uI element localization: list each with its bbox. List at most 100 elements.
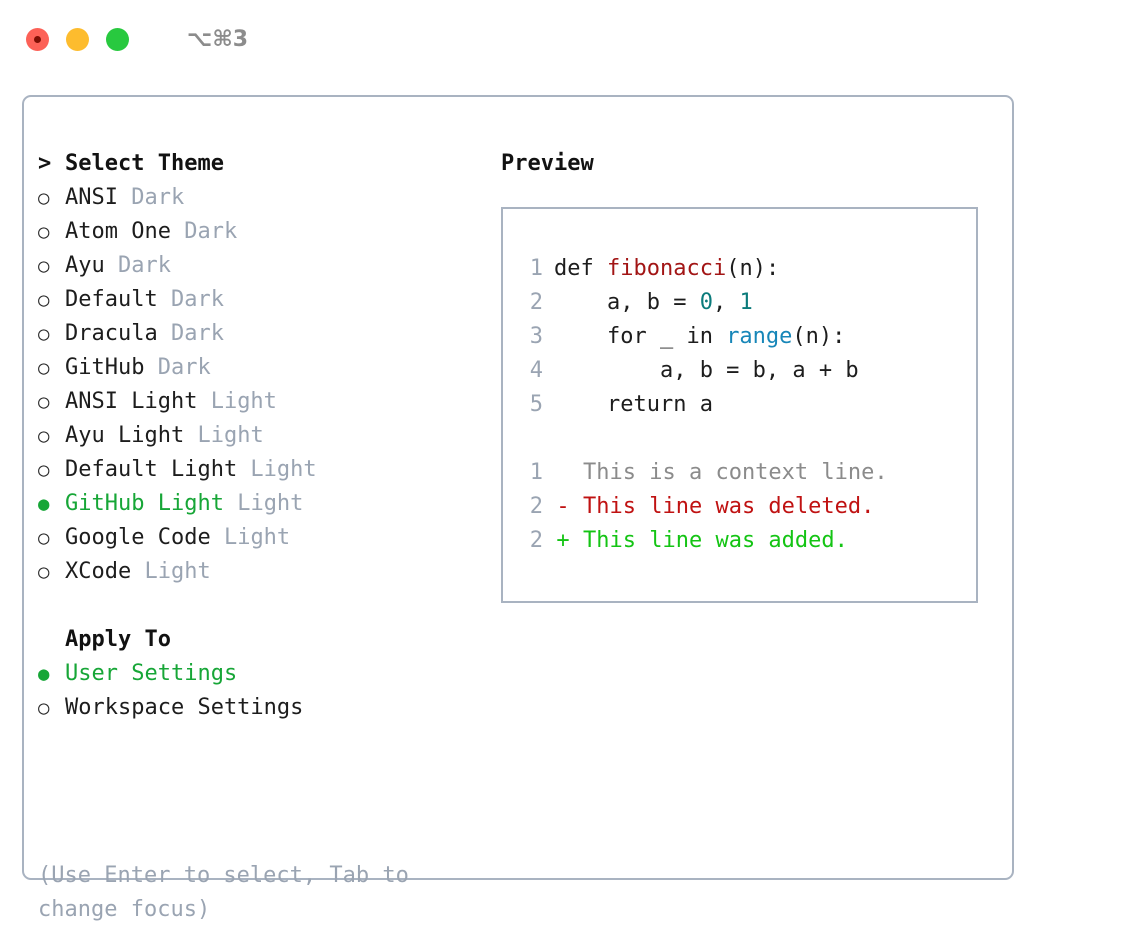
code-line-text: return a (543, 388, 713, 422)
theme-option-variant-badge: Light (131, 559, 211, 584)
apply-to-heading: Apply To (38, 623, 488, 657)
theme-option-variant-badge: Dark (157, 321, 224, 346)
theme-option-variant-badge: Dark (104, 253, 171, 278)
diff-marker-icon: - (556, 494, 570, 519)
diff-line-number: 2 (529, 494, 543, 519)
theme-option-variant-badge: Dark (117, 185, 185, 210)
code-token: (n): (726, 256, 780, 281)
theme-option-variant-badge: Light (210, 525, 291, 550)
theme-option-default[interactable]: ○ Default Dark (38, 283, 488, 317)
radio-unselected-icon[interactable]: ○ (38, 527, 50, 549)
radio-selected-icon[interactable]: ● (38, 663, 50, 685)
radio-unselected-icon[interactable]: ○ (38, 391, 50, 413)
apply-to-heading-label: Apply To (65, 627, 171, 652)
apply-to-option-user-settings[interactable]: ● User Settings (38, 657, 488, 691)
theme-option-label: Google Code (65, 525, 211, 550)
code-token: a, b = (554, 290, 700, 315)
theme-option-label: ANSI (65, 185, 118, 210)
theme-option-variant-badge: Light (237, 457, 317, 482)
theme-option-label: GitHub Light (65, 491, 224, 516)
code-diff-spacer (521, 422, 976, 456)
code-token: 1 (739, 290, 753, 315)
theme-option-ansi[interactable]: ○ ANSI Dark (38, 181, 488, 215)
preview-heading-label: Preview (501, 151, 594, 176)
code-token: 0 (699, 290, 713, 315)
code-token: range (726, 324, 793, 349)
theme-option-label: Atom One (65, 219, 171, 244)
theme-option-atom-one[interactable]: ○ Atom One Dark (38, 215, 488, 249)
radio-unselected-icon[interactable]: ○ (38, 255, 50, 277)
apply-to-option-label: Workspace Settings (65, 695, 304, 720)
diff-line-number: 2 (529, 528, 543, 553)
radio-unselected-icon[interactable]: ○ (38, 459, 50, 481)
theme-option-ayu[interactable]: ○ Ayu Dark (38, 249, 488, 283)
spacer (38, 589, 488, 623)
code-line-text: for _ in range(n): (543, 320, 845, 354)
select-theme-heading-label: Select Theme (65, 151, 224, 176)
apply-to-option-workspace-settings[interactable]: ○ Workspace Settings (38, 691, 488, 725)
code-token: return a (554, 392, 713, 417)
code-line-number: 4 (529, 358, 543, 383)
keyboard-shortcut-label: ⌥⌘3 (187, 26, 249, 52)
radio-selected-icon[interactable]: ● (38, 493, 50, 515)
code-line-text: def fibonacci(n): (543, 252, 779, 286)
close-window-button[interactable] (26, 27, 49, 51)
theme-option-variant-badge: Dark (170, 219, 238, 244)
radio-unselected-icon[interactable]: ○ (38, 221, 50, 243)
theme-option-dracula[interactable]: ○ Dracula Dark (38, 317, 488, 351)
theme-selector-column: >Select Theme ○ANSI Dark○Atom One Dark○A… (38, 147, 488, 725)
code-token: fibonacci (606, 256, 727, 281)
radio-unselected-icon[interactable]: ○ (38, 323, 50, 345)
theme-option-google-code[interactable]: ○ Google Code Light (38, 521, 488, 555)
diff-marker-icon: + (556, 528, 570, 553)
theme-option-variant-badge: Dark (144, 355, 211, 380)
zoom-window-button[interactable] (106, 27, 129, 51)
theme-option-ansi-light[interactable]: ○ANSI Light Light (38, 385, 488, 419)
code-line-text: a, b = 0, 1 (543, 286, 753, 320)
title-bar: ⌥⌘3 (0, 0, 1140, 78)
diff-line: 1 This is a context line. (521, 456, 976, 490)
theme-option-github-light[interactable]: ● GitHub Light Light (38, 487, 488, 521)
radio-unselected-icon[interactable]: ○ (38, 697, 50, 719)
diff-marker-icon (543, 456, 583, 490)
theme-option-variant-badge: Light (197, 389, 277, 414)
minimize-window-button[interactable] (66, 27, 89, 51)
theme-option-label: Dracula (65, 321, 158, 346)
code-token: (n): (792, 324, 846, 349)
theme-option-variant-badge: Light (223, 491, 304, 516)
diff-line-number: 1 (529, 460, 543, 485)
theme-list: ○ANSI Dark○Atom One Dark○Ayu Dark○Defaul… (38, 181, 488, 589)
radio-unselected-icon[interactable]: ○ (38, 357, 50, 379)
theme-option-variant-badge: Dark (157, 287, 224, 312)
theme-option-github[interactable]: ○ GitHub Dark (38, 351, 488, 385)
apply-to-list: ● User Settings ○ Workspace Settings (38, 657, 488, 725)
code-token: , (712, 290, 740, 315)
radio-unselected-icon[interactable]: ○ (38, 561, 50, 583)
theme-option-label: Default (65, 287, 158, 312)
diff-line-text: This line was added. (583, 528, 848, 553)
theme-option-ayu-light[interactable]: ○Ayu Light Light (38, 419, 488, 453)
radio-unselected-icon[interactable]: ○ (38, 187, 50, 209)
theme-option-label: Ayu (65, 253, 105, 278)
theme-option-xcode[interactable]: ○XCode Light (38, 555, 488, 589)
radio-unselected-icon[interactable]: ○ (38, 425, 50, 447)
code-line: 2 a, b = 0, 1 (521, 286, 976, 320)
code-line-number: 2 (529, 290, 543, 315)
theme-option-label: GitHub (65, 355, 145, 380)
code-line: 3 for _ in range(n): (521, 320, 976, 354)
main-panel: >Select Theme ○ANSI Dark○Atom One Dark○A… (22, 95, 1014, 922)
theme-option-label: Ayu Light (65, 423, 185, 448)
diff-line: 2 + This line was added. (521, 524, 976, 558)
code-line-number: 1 (529, 256, 543, 281)
diff-sample: 1 This is a context line.2-This line was… (521, 456, 976, 558)
diff-line: 2-This line was deleted. (521, 490, 976, 524)
code-token: a, b = b, a + b (554, 358, 859, 383)
apply-to-option-label: User Settings (65, 661, 238, 686)
theme-option-default-light[interactable]: ○Default Light Light (38, 453, 488, 487)
radio-unselected-icon[interactable]: ○ (38, 289, 50, 311)
code-token: for _ in (554, 324, 727, 349)
caret-icon: > (38, 151, 52, 176)
